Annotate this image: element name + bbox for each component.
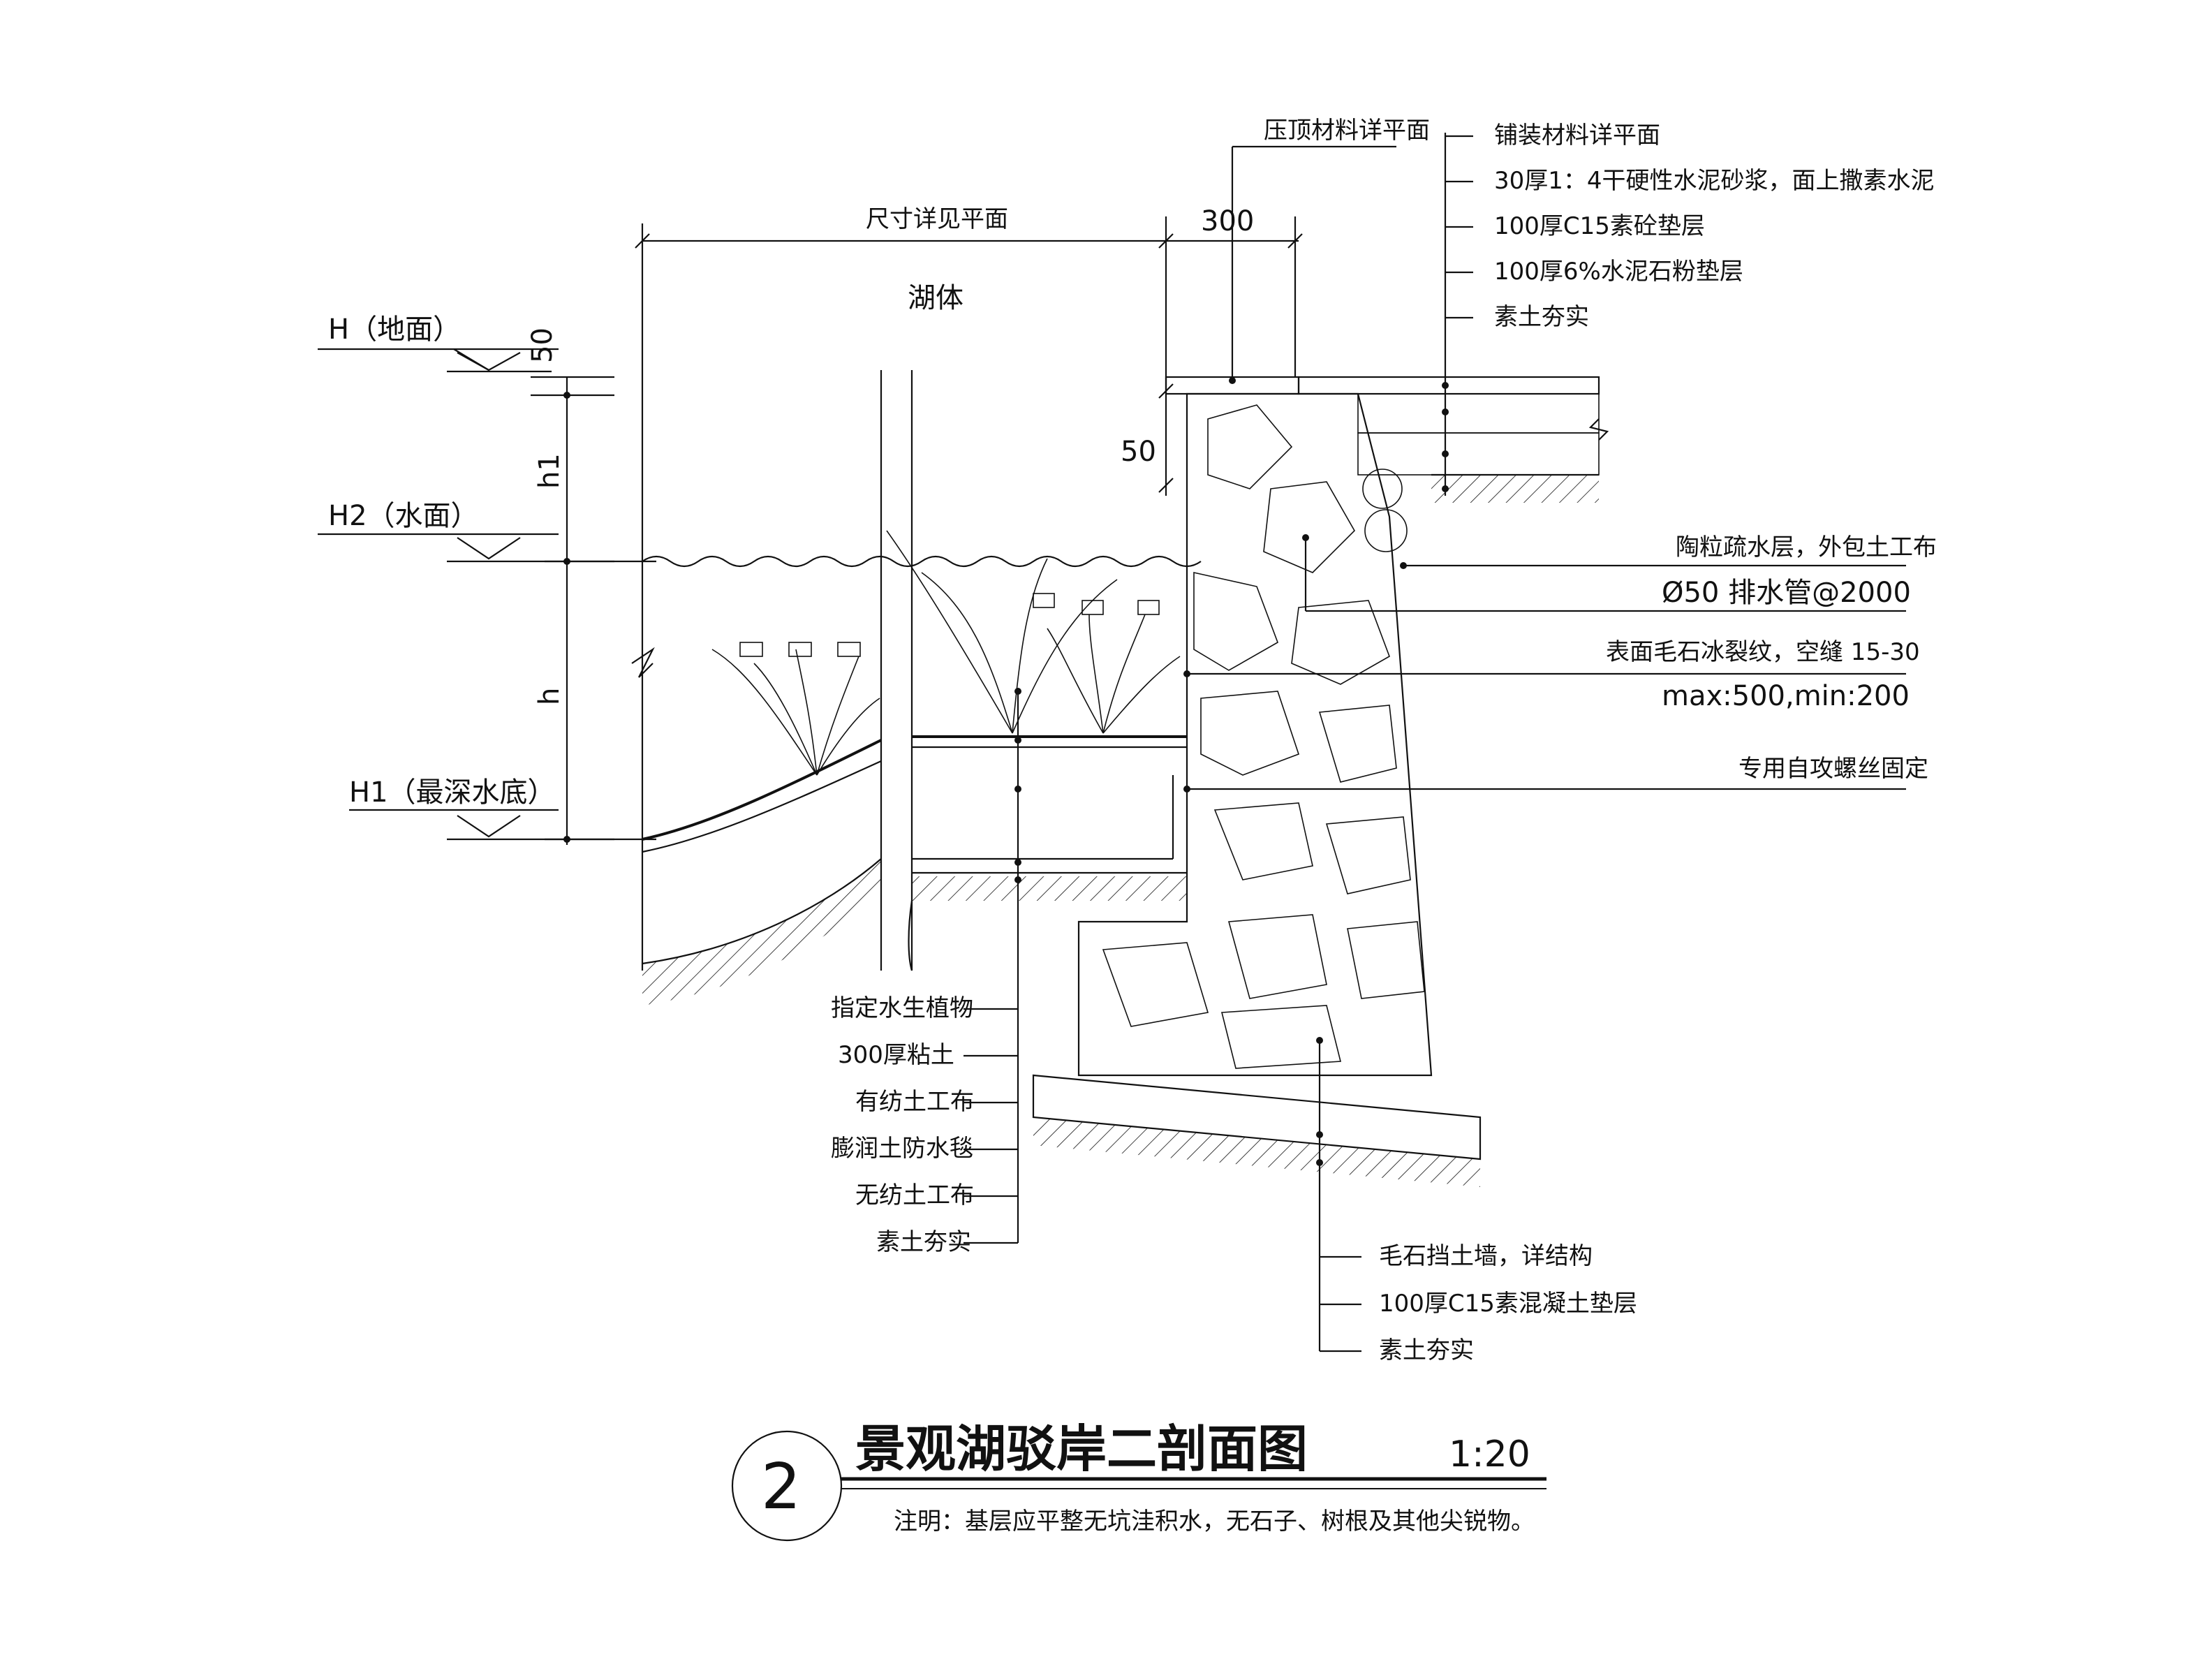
callout-drain-layer: 陶粒疏水层，外包土工布	[1676, 533, 1937, 561]
bottom-callout-1: 毛石挡土墙，详结构	[1379, 1242, 1593, 1270]
level-marker-ground	[318, 348, 559, 373]
drawing-scale: 1:20	[1449, 1434, 1530, 1475]
lake-label: 湖体	[908, 282, 964, 314]
dim-water-depth: h	[533, 688, 566, 705]
vertical-dimension	[531, 376, 614, 845]
drawing-number: 2	[761, 1450, 801, 1524]
left-callout-2: 300厚粘土	[838, 1041, 954, 1069]
level-bottom-label: H1（最深水底）	[349, 776, 556, 809]
callout-paving-layers	[1442, 133, 1473, 496]
drawing-note: 注明：基层应平整无坑洼积水，无石子、树根及其他尖锐物。	[894, 1508, 1535, 1535]
top-dimension	[635, 216, 1303, 656]
bottom-callout-2: 100厚C15素混凝土垫层	[1379, 1290, 1637, 1318]
lake-body	[631, 370, 1202, 1005]
dim-freeboard: 50	[526, 327, 559, 363]
level-ground-label: H（地面）	[328, 314, 461, 346]
left-callout-4: 膨润土防水毯	[831, 1135, 973, 1163]
paving-layer-2: 30厚1：4干硬性水泥砂浆，面上撒素水泥	[1494, 167, 1935, 195]
paving-layer-4: 100厚6%水泥石粉垫层	[1494, 258, 1743, 286]
callouts-right	[1183, 534, 1906, 793]
left-callout-6: 素土夯实	[876, 1228, 971, 1256]
callout-screw: 专用自攻螺丝固定	[1738, 755, 1928, 783]
paving-layer-5: 素土夯实	[1494, 303, 1589, 331]
callouts-left	[964, 688, 1021, 1244]
dim-coping-width: 300	[1201, 205, 1254, 237]
left-callout-1: 指定水生植物	[831, 994, 973, 1022]
paving-layers	[1297, 376, 1609, 552]
paving-layer-3: 100厚C15素砼垫层	[1494, 212, 1705, 240]
bottom-callout-3: 素土夯实	[1379, 1336, 1474, 1364]
drawing-title: 景观湖驳岸二剖面图	[855, 1420, 1308, 1478]
callout-stone-size: max:500,min:200	[1662, 680, 1910, 712]
callout-stone-surface: 表面毛石冰裂纹，空缝 15-30	[1606, 638, 1920, 666]
callout-drain-pipe: Ø50 排水管@2000	[1662, 577, 1911, 609]
paving-layer-1: 铺装材料详平面	[1494, 121, 1660, 149]
callout-coping	[1229, 145, 1396, 384]
dim-above-water: h1	[533, 453, 566, 489]
level-water-label: H2（水面）	[328, 500, 479, 532]
title-block	[731, 1430, 1546, 1542]
aquatic-plants	[711, 530, 1181, 776]
level-marker-bottom	[349, 809, 656, 841]
left-callout-5: 无纺土工布	[855, 1181, 974, 1209]
stone-retaining-wall	[1077, 376, 1433, 1077]
foundation	[1032, 1074, 1482, 1187]
dim-size-note: 尺寸详见平面	[866, 205, 1008, 233]
callout-coping-text: 压顶材料详平面	[1264, 117, 1430, 145]
level-marker-water	[318, 533, 656, 563]
left-callout-3: 有纺土工布	[855, 1088, 974, 1116]
callouts-bottom	[1316, 1037, 1361, 1353]
dim-coping-thickness: 50	[1121, 436, 1156, 468]
